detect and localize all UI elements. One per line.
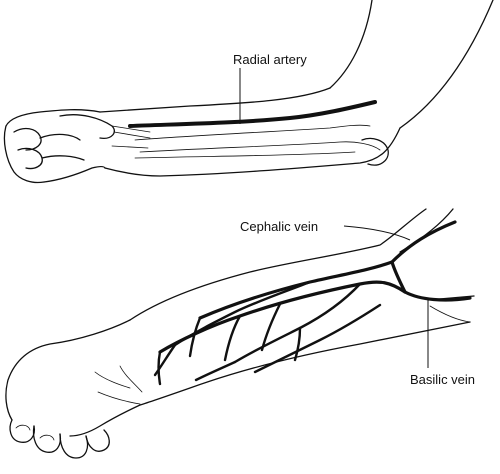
cephalic-vein-label: Cephalic vein [240, 219, 319, 234]
radial-artery-label: Radial artery [233, 52, 307, 67]
basilic-vein-vessel [158, 280, 472, 354]
basilic-vein-label: Basilic vein [410, 372, 476, 387]
radial-artery-vessel [128, 100, 377, 128]
cephalic-vein-vessel [198, 220, 457, 320]
top-arm-drawing [3, 0, 494, 184]
bottom-arm-drawing [5, 208, 475, 459]
